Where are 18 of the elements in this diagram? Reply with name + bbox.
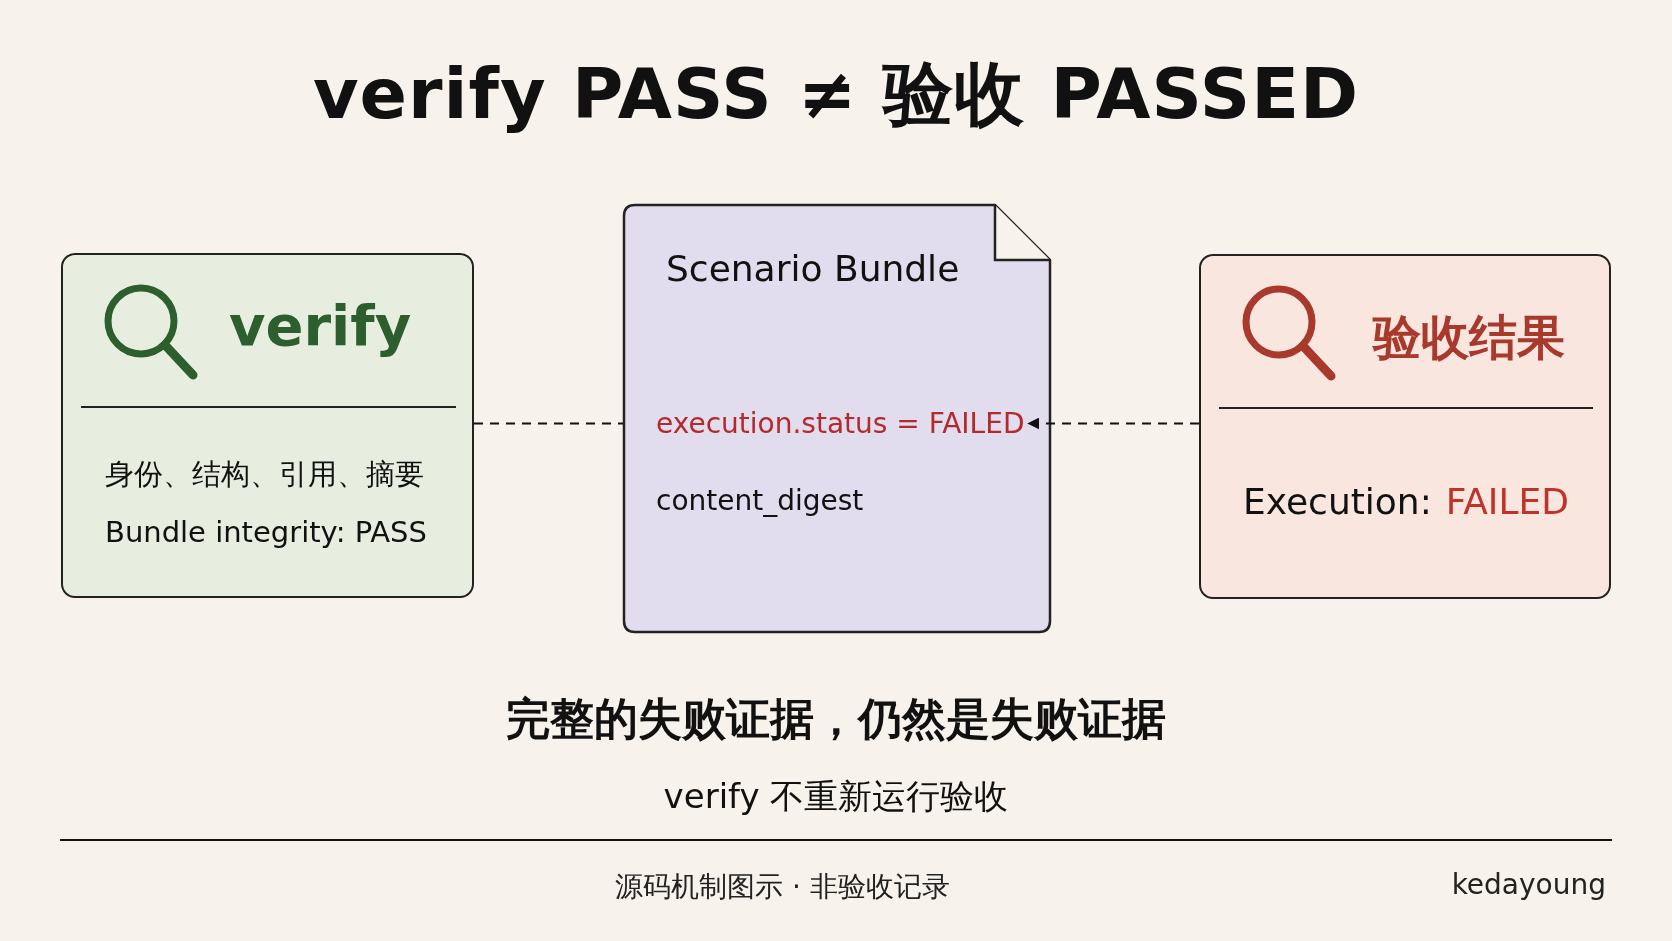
caption-heading: 完整的失败证据，仍然是失败证据 xyxy=(506,692,1166,746)
caption-subtitle: verify 不重新运行验收 xyxy=(663,775,1009,818)
panel-heading: 验收结果 xyxy=(1373,308,1565,367)
panel-card xyxy=(1199,254,1611,599)
dashed-connector xyxy=(473,422,624,425)
dashed-connector xyxy=(1027,417,1200,430)
author-credit: kedayoung xyxy=(1451,868,1606,901)
field-text: content_digest xyxy=(656,484,864,517)
panel-card xyxy=(61,253,474,598)
document-title: Scenario Bundle xyxy=(666,248,960,289)
status-value: FAILED xyxy=(1445,481,1569,522)
footer-note: 源码机制图示 · 非验收记录 xyxy=(615,869,950,905)
status-label: Execution: xyxy=(1243,481,1432,522)
field-text: execution.status = FAILED xyxy=(656,407,1025,440)
title: verify PASS ≠ 验收 PASSED xyxy=(312,53,1360,135)
panel-heading: verify xyxy=(229,293,412,358)
body-text: 身份、结构、引用、摘要 xyxy=(105,456,424,493)
body-text: Bundle integrity: PASS xyxy=(105,515,427,549)
